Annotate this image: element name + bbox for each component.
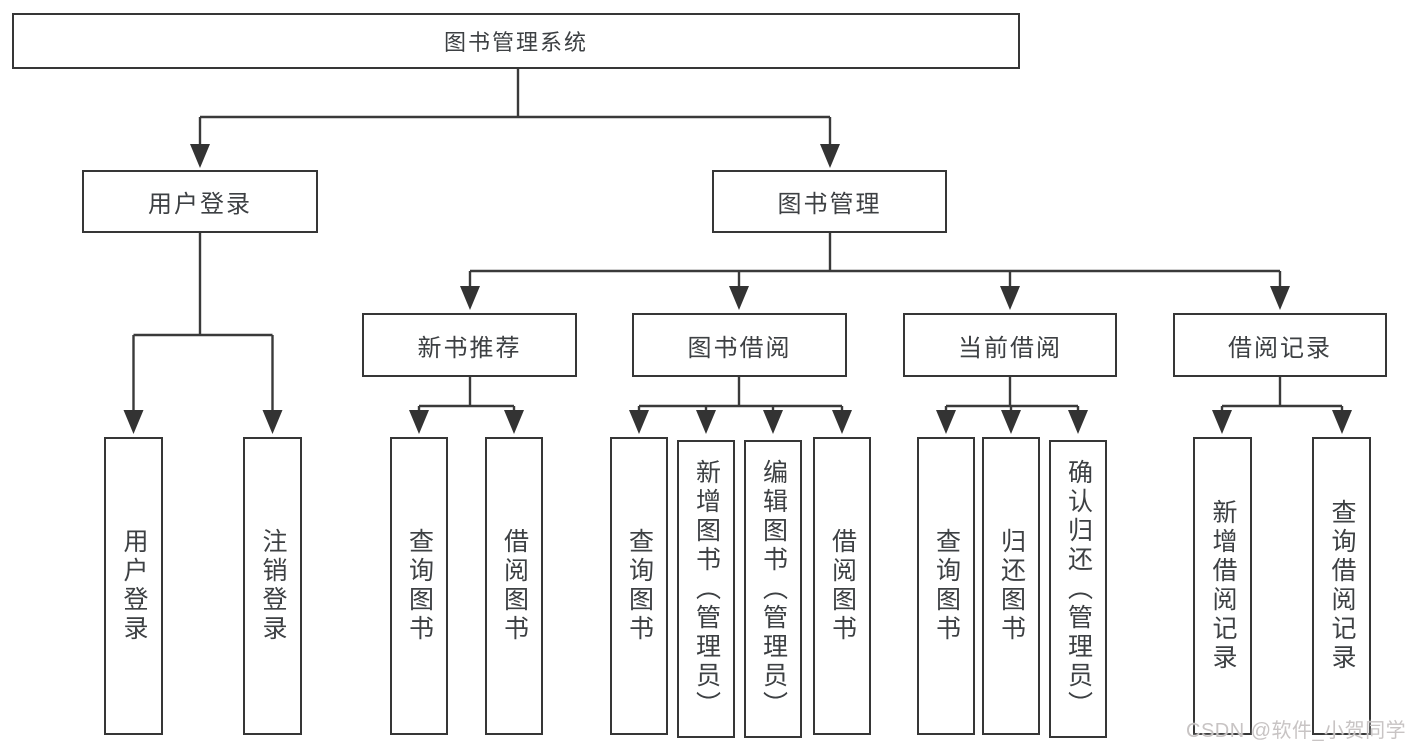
node-user-login: 用户登录 (82, 170, 318, 233)
arrowhead-icon (460, 286, 480, 310)
leaf-edit-books-admin: 编辑图书（管理员） (744, 440, 802, 738)
leaf-user-login-label: 用户登录 (120, 528, 148, 644)
leaf-add-books-admin: 新增图书（管理员） (677, 440, 735, 738)
leaf-return-books: 归还图书 (982, 437, 1040, 735)
leaf-borrow-books-recommend: 借阅图书 (485, 437, 543, 735)
leaf-borrow-books-borrowing-label: 借阅图书 (828, 528, 857, 644)
arrowhead-icon (190, 144, 210, 168)
leaf-confirm-return-admin-label: 确认归还（管理员） (1064, 458, 1093, 720)
node-book-management-label: 图书管理 (777, 191, 882, 218)
arrowhead-icon (504, 410, 524, 434)
leaf-return-books-label: 归还图书 (997, 528, 1026, 644)
leaf-query-books-recommend-label: 查询图书 (405, 528, 434, 644)
leaf-query-books-recommend: 查询图书 (390, 437, 448, 735)
node-book-borrowing: 图书借阅 (632, 313, 847, 377)
csdn-watermark: CSDN @软件_小贺同学 (1186, 720, 1405, 742)
arrowhead-icon (936, 410, 956, 434)
arrowhead-icon (1270, 286, 1290, 310)
node-user-login-label: 用户登录 (148, 191, 252, 218)
leaf-confirm-return-admin: 确认归还（管理员） (1049, 440, 1107, 738)
node-current-borrowing: 当前借阅 (903, 313, 1117, 377)
node-book-management: 图书管理 (712, 170, 947, 233)
arrowhead-icon (696, 410, 716, 434)
connector-new-book-children (409, 377, 524, 434)
arrowhead-icon (832, 410, 852, 434)
leaf-query-borrow-record: 查询借阅记录 (1312, 437, 1371, 735)
arrowhead-icon (123, 410, 144, 434)
arrowhead-icon (262, 410, 283, 434)
arrowhead-icon (1000, 286, 1020, 310)
arrowhead-icon (1001, 410, 1021, 434)
node-book-borrowing-label: 图书借阅 (687, 334, 792, 362)
arrowhead-icon (763, 410, 783, 434)
arrowhead-icon (820, 144, 840, 168)
node-new-book-recommend: 新书推荐 (362, 313, 577, 377)
connector-root-to-level2 (190, 69, 840, 168)
node-borrowing-records-label: 借阅记录 (1228, 334, 1332, 362)
node-root: 图书管理系统 (12, 13, 1020, 69)
arrowhead-icon (409, 410, 429, 434)
leaf-query-books-borrowing-label: 查询图书 (625, 528, 654, 644)
leaf-logout-label: 注销登录 (259, 528, 287, 644)
leaf-borrow-books-borrowing: 借阅图书 (813, 437, 871, 735)
leaf-query-borrow-record-label: 查询借阅记录 (1328, 499, 1356, 673)
leaf-user-login: 用户登录 (104, 437, 163, 735)
leaf-edit-books-admin-label: 编辑图书（管理员） (759, 458, 788, 720)
node-root-label: 图书管理系统 (443, 30, 588, 55)
node-new-book-recommend-label: 新书推荐 (417, 334, 522, 362)
leaf-borrow-books-recommend-label: 借阅图书 (500, 528, 529, 644)
leaf-query-books-current: 查询图书 (917, 437, 975, 735)
connector-borrowing-records-children (1212, 377, 1352, 434)
connector-book-borrowing-children (629, 377, 852, 434)
connector-user-login-children (123, 233, 283, 434)
arrowhead-icon (729, 286, 749, 310)
leaf-add-borrow-record-label: 新增借阅记录 (1209, 499, 1237, 673)
leaf-add-books-admin-label: 新增图书（管理员） (692, 458, 721, 720)
node-current-borrowing-label: 当前借阅 (958, 334, 1062, 362)
leaf-query-books-current-label: 查询图书 (932, 528, 961, 644)
connector-current-borrowing-children (936, 377, 1088, 434)
leaf-add-borrow-record: 新增借阅记录 (1193, 437, 1252, 735)
leaf-query-books-borrowing: 查询图书 (610, 437, 668, 735)
arrowhead-icon (1332, 410, 1352, 434)
arrowhead-icon (1212, 410, 1232, 434)
node-borrowing-records: 借阅记录 (1173, 313, 1387, 377)
connector-book-management-children (460, 233, 1290, 310)
arrowhead-icon (1068, 410, 1088, 434)
leaf-logout: 注销登录 (243, 437, 302, 735)
arrowhead-icon (629, 410, 649, 434)
